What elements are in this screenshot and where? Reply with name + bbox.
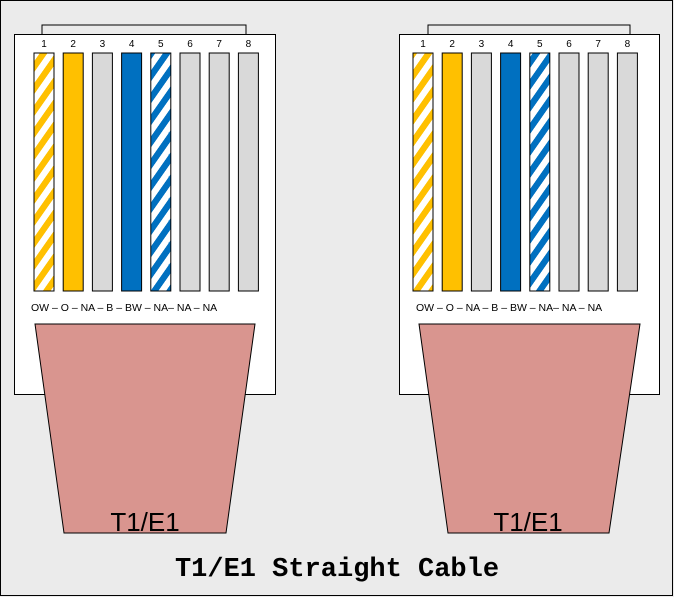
- pin-number: 5: [537, 39, 543, 50]
- diagram-title: T1/E1 Straight Cable: [175, 555, 499, 585]
- wire-pin-3: [91, 52, 113, 292]
- pin-numbers: 1 2 3 4 5 6 7 8: [420, 39, 630, 50]
- wire-pin-6: [558, 52, 580, 292]
- wire-pin-8: [616, 52, 638, 292]
- pin-number: 7: [595, 39, 601, 50]
- connector-latch: [427, 24, 631, 34]
- wire-pin-6: [179, 52, 201, 292]
- pin-numbers: 1 2 3 4 5 6 7 8: [41, 39, 251, 50]
- connector-left: 1 2 3 4 5 6 7 8 OW – O – NA – B – BW – NA– NA –…: [14, 24, 276, 537]
- wire-pin-8: [237, 52, 259, 292]
- wire-pin-4: [500, 52, 522, 292]
- wire-pin-1: [412, 52, 434, 292]
- connector-latch: [41, 24, 247, 34]
- connector-right: 1 2 3 4 5 6 7 8 OW – O – NA – B – BW – NA– NA –…: [399, 24, 660, 537]
- wire-pin-3: [470, 52, 492, 292]
- pin-number: 5: [158, 39, 164, 50]
- wire-pin-5: [150, 52, 172, 292]
- wire-pin-2: [441, 52, 463, 292]
- pin-number: 2: [70, 39, 76, 50]
- pin-number: 8: [625, 39, 631, 50]
- wire-group: [33, 52, 259, 292]
- wire-group: [412, 52, 638, 292]
- wire-pin-5: [529, 52, 551, 292]
- wire-pin-1: [33, 52, 55, 292]
- wire-pin-7: [587, 52, 609, 292]
- cable-label: T1/E1: [110, 507, 179, 537]
- pin-number: 4: [129, 39, 135, 50]
- pin-number: 4: [508, 39, 514, 50]
- cable-jacket: [34, 323, 256, 534]
- pin-number: 3: [100, 39, 106, 50]
- pin-number: 6: [187, 39, 193, 50]
- pin-number: 8: [246, 39, 252, 50]
- pin-number: 3: [479, 39, 485, 50]
- pin-number: 1: [420, 39, 426, 50]
- pin-number: 1: [41, 39, 47, 50]
- cable-label: T1/E1: [493, 507, 562, 537]
- wire-pin-4: [121, 52, 143, 292]
- pin-number: 2: [449, 39, 455, 50]
- wire-labels: OW – O – NA – B – BW – NA– NA – NA: [416, 302, 602, 314]
- wire-pin-7: [208, 52, 230, 292]
- pin-number: 7: [216, 39, 222, 50]
- wire-pin-2: [62, 52, 84, 292]
- cable-jacket: [418, 323, 641, 534]
- pin-number: 6: [566, 39, 572, 50]
- wire-labels: OW – O – NA – B – BW – NA– NA – NA: [31, 302, 217, 314]
